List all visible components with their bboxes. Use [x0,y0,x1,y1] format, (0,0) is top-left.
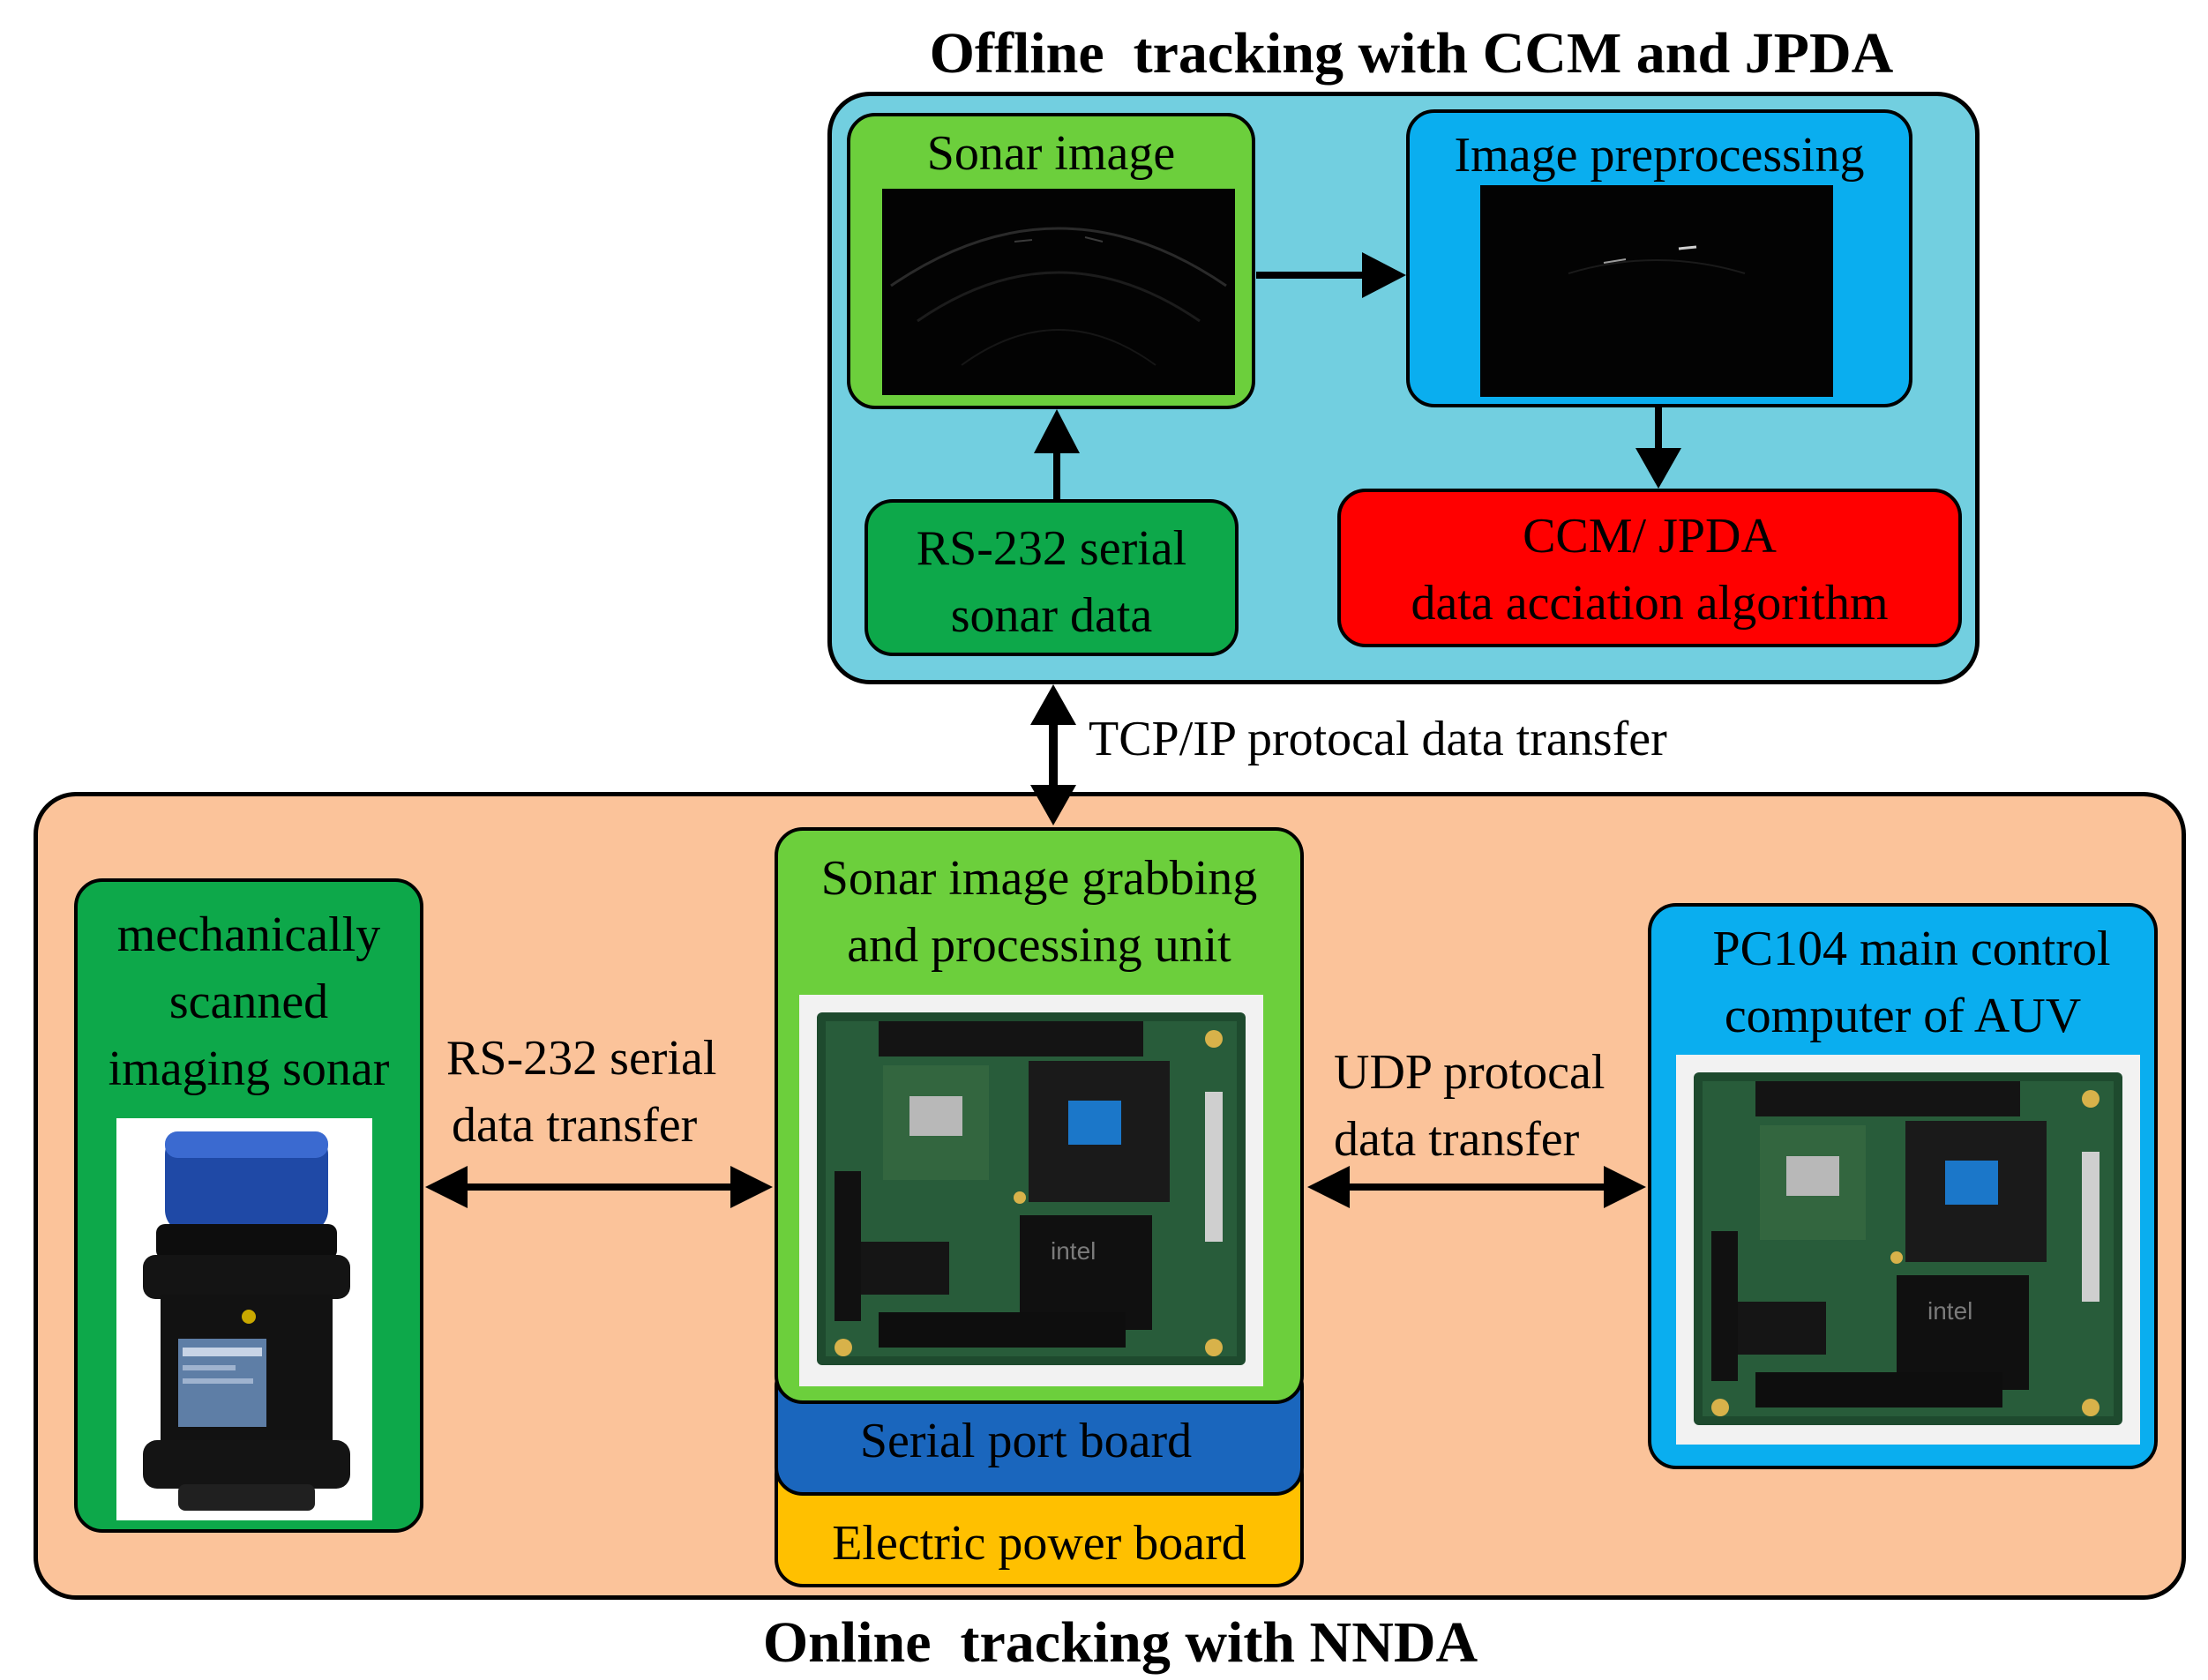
imaging-sonar-box: mechanically scanned imaging sonar [74,878,423,1533]
tcp-ip-transfer-label: TCP/IP protocal data transfer [1089,712,1667,766]
svg-text:intel: intel [1927,1297,1972,1325]
online-title: Online tracking with NNDA [762,1610,1478,1675]
rs232-sonar-data-line1: RS-232 serial [916,521,1187,576]
grabbing-board-photo: intel [799,995,1263,1386]
grabbing-unit-line2: and processing unit [847,918,1231,973]
grabbing-unit-line1: Sonar image grabbing [820,851,1258,906]
rs232-transfer-line1: RS-232 serial [446,1031,717,1086]
preprocessed-fan-graphic [1568,245,1746,274]
pc104-computer-box: PC104 main control computer of AUV intel [1648,903,2158,1469]
imaging-sonar-line2: scanned [168,974,329,1029]
sonar-device-graphic [143,1131,350,1511]
rs232-transfer-line2: data transfer [452,1098,698,1153]
grabbing-processing-unit: Sonar image grabbing and processing unit… [775,827,1304,1404]
offline-title: Offline tracking with CCM and JPDA [929,21,1894,86]
serial-port-board-label: Serial port board [859,1414,1193,1468]
pc104-board-graphic: intel [817,1012,1246,1365]
udp-transfer-line1: UDP protocal [1334,1045,1605,1100]
preprocessed-image-picture [1480,185,1833,397]
ccm-jpda-line1: CCM/ JPDA [1523,509,1777,564]
imaging-sonar-line3: imaging sonar [108,1042,390,1096]
pc104-line2: computer of AUV [1724,989,2082,1043]
sonar-image-picture [882,189,1235,395]
image-preprocessing-label: Image preprocessing [1454,128,1865,183]
ccm-jpda-algorithm-box: CCM/ JPDA data acciation algorithm [1337,489,1962,647]
pc104-line1: PC104 main control [1712,922,2111,976]
ccm-jpda-line2: data acciation algorithm [1411,576,1889,631]
sonar-fan-graphic [890,227,1227,366]
electric-power-board-label: Electric power board [832,1516,1246,1571]
sonar-image-box: Sonar image [847,113,1255,409]
svg-text:intel: intel [1051,1237,1096,1265]
imaging-sonar-line1: mechanically [116,907,381,962]
sonar-image-label: Sonar image [926,126,1176,181]
pc104-board-photo: intel [1676,1055,2140,1445]
pc104-main-board-graphic: intel [1694,1072,2122,1425]
image-preprocessing-box: Image preprocessing [1406,109,1912,407]
rs232-sonar-data-line2: sonar data [950,588,1153,643]
sonar-device-photo [116,1118,372,1520]
rs232-sonar-data-box: RS-232 serial sonar data [864,499,1239,656]
udp-transfer-line2: data transfer [1334,1112,1580,1167]
